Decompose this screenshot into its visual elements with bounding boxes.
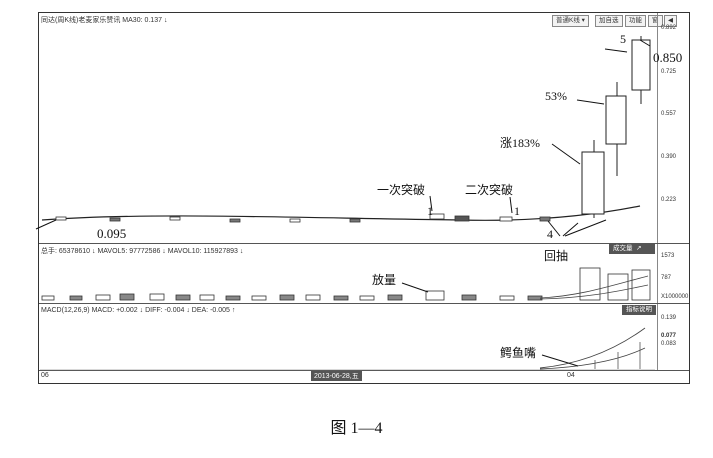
break2-annotation: 二次突破 [465, 183, 514, 197]
arrow-down-icon: ↓ [163, 17, 168, 24]
function-button[interactable]: 功能 [625, 15, 646, 27]
dea-value: DEA: -0.005 [191, 307, 230, 314]
macd-tick: 0.139 [661, 315, 677, 321]
window-button[interactable]: 窗 [648, 15, 663, 27]
price-tick: 0.892 [661, 25, 677, 31]
break1-annotation: 一次突破 [377, 183, 426, 197]
volume-up-annotation: 放量 [372, 273, 397, 287]
stock-title: 同达(周K线)老麦家乐赞讯 [41, 17, 121, 24]
volume-tag-button[interactable]: 成交量 ↗ [609, 244, 655, 254]
volume-panel-header: 总手: 65378610 ↓ MAVOL5: 97772586 ↓ MAVOL1… [41, 248, 244, 255]
rise183-annotation: 涨183% [500, 136, 540, 150]
collapse-icon[interactable]: ◀ [664, 15, 677, 27]
macd-params: MACD(12,26,9) [41, 307, 90, 314]
price-tick: 0.223 [661, 197, 677, 203]
mark1a-annotation: 1 [427, 204, 433, 218]
ma-line [41, 205, 641, 221]
date-label: 06 [41, 372, 49, 379]
pct53-annotation: 53% [545, 89, 567, 103]
volume-ma-line [539, 275, 649, 299]
price-tick: 0.557 [661, 111, 677, 117]
small-candles [55, 213, 551, 223]
macd-tick: 0.083 [661, 341, 677, 347]
low-price-annotation: 0.095 [97, 226, 127, 241]
diff-value: DIFF: -0.004 [145, 307, 185, 314]
macd-tick: 0.077 [661, 333, 677, 339]
mavol5: MAVOL5: 97772586 [97, 248, 161, 255]
volume-tick: 1573 [661, 253, 675, 259]
candle [605, 95, 627, 145]
volume-tick: 787 [661, 275, 672, 281]
date-label: 04 [567, 372, 575, 379]
candle [631, 39, 651, 91]
diff-line [539, 327, 646, 369]
volume-unit: X1000000 [661, 294, 689, 300]
volume-ma-line [539, 284, 649, 300]
volume-bars [41, 267, 651, 301]
date-axis-line [39, 370, 689, 371]
annotation-arrows [35, 39, 651, 367]
pullback-annotation: 回抽 [544, 249, 569, 263]
add-watchlist-button[interactable]: 加自选 [595, 15, 623, 27]
wave4-annotation: 4 [547, 227, 553, 241]
candle [581, 151, 605, 215]
macd-panel-header: MACD(12,26,9) MACD: +0.002 ↓ DIFF: -0.00… [41, 307, 236, 314]
panel-divider [39, 303, 689, 304]
kline-type-select[interactable]: 普通K线 ▾ [552, 15, 589, 27]
panel-divider [39, 243, 689, 244]
axis-divider [657, 13, 658, 370]
wave5-annotation: 5 [620, 32, 626, 46]
macd-value: MACD: +0.002 [91, 307, 138, 314]
rising-candles [581, 36, 651, 218]
mark1b-annotation: 1 [514, 204, 520, 218]
macd-bars [594, 342, 641, 369]
high-price-annotation: 0.850 [653, 50, 683, 65]
chart-title-bar: 同达(周K线)老麦家乐赞讯 MA30: 0.137 ↓ [41, 15, 167, 25]
indicator-help-button[interactable]: 指标说明 [622, 305, 656, 315]
stock-chart-window: 同达(周K线)老麦家乐赞讯 MA30: 0.137 ↓ 普通K线 ▾ 加自选 功… [38, 12, 690, 384]
cursor-date-label: 2013-06-28,五 [311, 371, 362, 381]
crocodile-mouth-annotation: 鳄鱼嘴 [500, 346, 537, 360]
figure-caption: 图 1—4 [330, 420, 383, 437]
price-tick: 0.725 [661, 69, 677, 75]
mavol10: MAVOL10: 115927893 [167, 248, 238, 255]
total-volume: 总手: 65378610 [41, 248, 91, 255]
price-tick: 0.390 [661, 154, 677, 160]
dea-line [539, 347, 646, 370]
ma30-label: MA30: 0.137 [122, 17, 162, 24]
